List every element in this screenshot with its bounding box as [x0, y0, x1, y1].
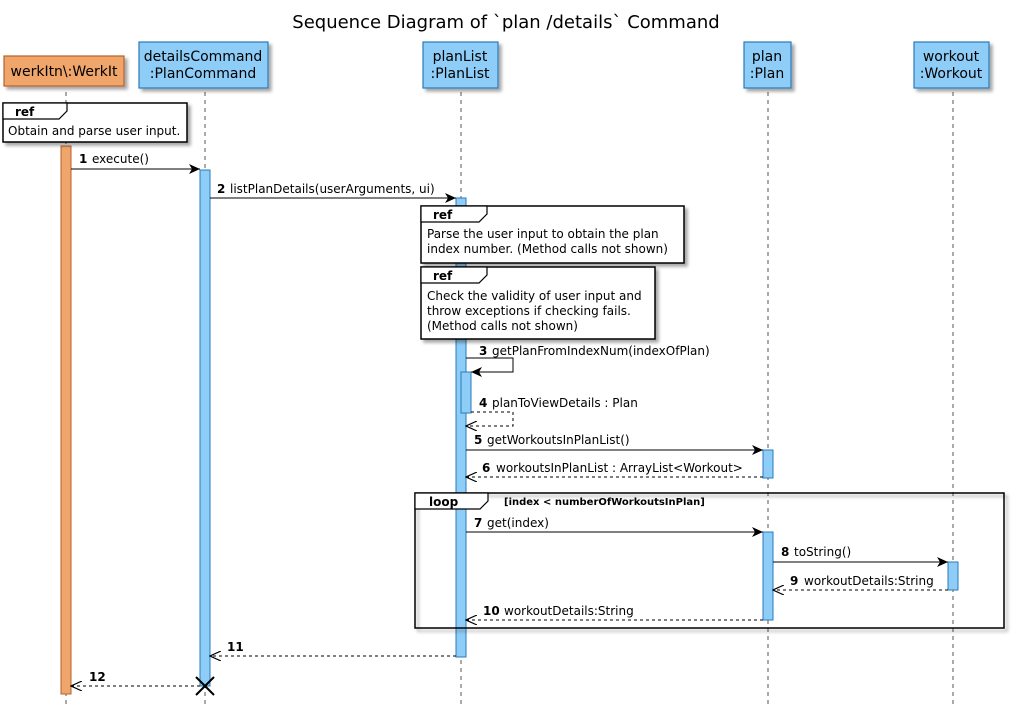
message-8-number: 8 [781, 545, 789, 559]
activation-workout [947, 561, 959, 591]
message-8: 8 toString() [773, 545, 948, 567]
ref-3-line-1: Check the validity of user input and [427, 289, 642, 303]
activation-details [199, 169, 211, 687]
ref-frame-2: ref Parse the user input to obtain the p… [420, 205, 685, 264]
message-6: 6 workoutsInPlanList : ArrayList<Workout… [466, 461, 763, 477]
diagram-title: Sequence Diagram of `plan /details` Comm… [292, 12, 719, 33]
participant-workout-type: :Workout [920, 66, 983, 82]
participant-details-type: :PlanCommand [150, 66, 256, 82]
message-5-label: getWorkoutsInPlanList() [487, 433, 630, 447]
participant-details-name: detailsCommand [144, 49, 263, 65]
ref-3-line-2: throw exceptions if checking fails. [427, 304, 631, 318]
activation-plan-2 [762, 531, 774, 621]
message-1: 1 execute() [71, 152, 200, 174]
message-1-label: execute() [92, 152, 149, 166]
message-9: 9 workoutDetails:String [773, 574, 948, 590]
ref-2-line-1: Parse the user input to obtain the plan [427, 227, 659, 241]
message-7: 7 get(index) [466, 516, 763, 537]
message-9-label: workoutDetails:String [804, 574, 934, 588]
message-3-label: getPlanFromIndexNum(indexOfPlan) [492, 344, 710, 358]
participant-workout-name: workout [923, 49, 980, 65]
message-2-number: 2 [217, 182, 225, 196]
activation-planlist-nested [460, 371, 472, 414]
loop-label: loop [429, 495, 459, 509]
message-6-number: 6 [482, 461, 490, 475]
ref-2-line-2: index number. (Method calls not shown) [427, 242, 668, 256]
participant-planlist-type: :PlanList [431, 66, 490, 82]
destroy-mark [195, 676, 215, 696]
participant-workout: workout :Workout [913, 41, 990, 89]
message-5: 5 getWorkoutsInPlanList() [466, 433, 763, 455]
ref-1-text: Obtain and parse user input. [8, 124, 180, 138]
participant-planlist-name: planList [433, 49, 488, 65]
message-12: 12 [71, 670, 200, 686]
loop-frame: loop [index < numberOfWorkoutsInPlan] [414, 492, 1005, 629]
participant-werkit-name: werkItn\:WerkIt [11, 64, 118, 80]
message-1-number: 1 [79, 152, 87, 166]
participant-details: detailsCommand :PlanCommand [138, 41, 269, 89]
ref-frame-3: ref Check the validity of user input and… [420, 266, 656, 340]
message-4: 4 planToViewDetails : Plan [466, 396, 638, 426]
message-10: 10 workoutDetails:String [466, 604, 763, 620]
ref-2-label: ref [433, 208, 453, 222]
ref-1-label: ref [15, 105, 35, 119]
message-12-number: 12 [89, 670, 106, 684]
message-4-label: planToViewDetails : Plan [492, 396, 638, 410]
message-3: 3 getPlanFromIndexNum(indexOfPlan) [466, 344, 710, 377]
message-7-number: 7 [474, 516, 482, 530]
message-5-number: 5 [474, 433, 482, 447]
ref-3-label: ref [433, 269, 453, 283]
message-6-label: workoutsInPlanList : ArrayList<Workout> [496, 461, 743, 475]
message-2-label: listPlanDetails(userArguments, ui) [230, 182, 435, 196]
activation-plan-1 [762, 449, 774, 479]
participant-plan-name: plan [752, 49, 782, 65]
message-10-number: 10 [483, 604, 500, 618]
participant-plan: plan :Plan [743, 41, 792, 89]
message-4-number: 4 [479, 396, 487, 410]
activation-werkit [60, 145, 72, 695]
ref-frame-1: ref Obtain and parse user input. [2, 102, 188, 143]
message-3-number: 3 [479, 344, 487, 358]
message-11-number: 11 [227, 640, 244, 654]
ref-3-line-3: (Method calls not shown) [427, 319, 578, 333]
message-9-number: 9 [790, 574, 798, 588]
participant-planlist: planList :PlanList [422, 41, 499, 89]
participant-plan-type: :Plan [750, 66, 785, 82]
message-7-label: get(index) [487, 516, 549, 530]
participant-werkit: werkItn\:WerkIt [3, 55, 125, 87]
loop-condition: [index < numberOfWorkoutsInPlan] [504, 497, 705, 508]
message-11: 11 [210, 640, 456, 656]
message-10-label: workoutDetails:String [504, 604, 634, 618]
message-8-label: toString() [794, 545, 851, 559]
message-2: 2 listPlanDetails(userArguments, ui) [210, 182, 456, 203]
